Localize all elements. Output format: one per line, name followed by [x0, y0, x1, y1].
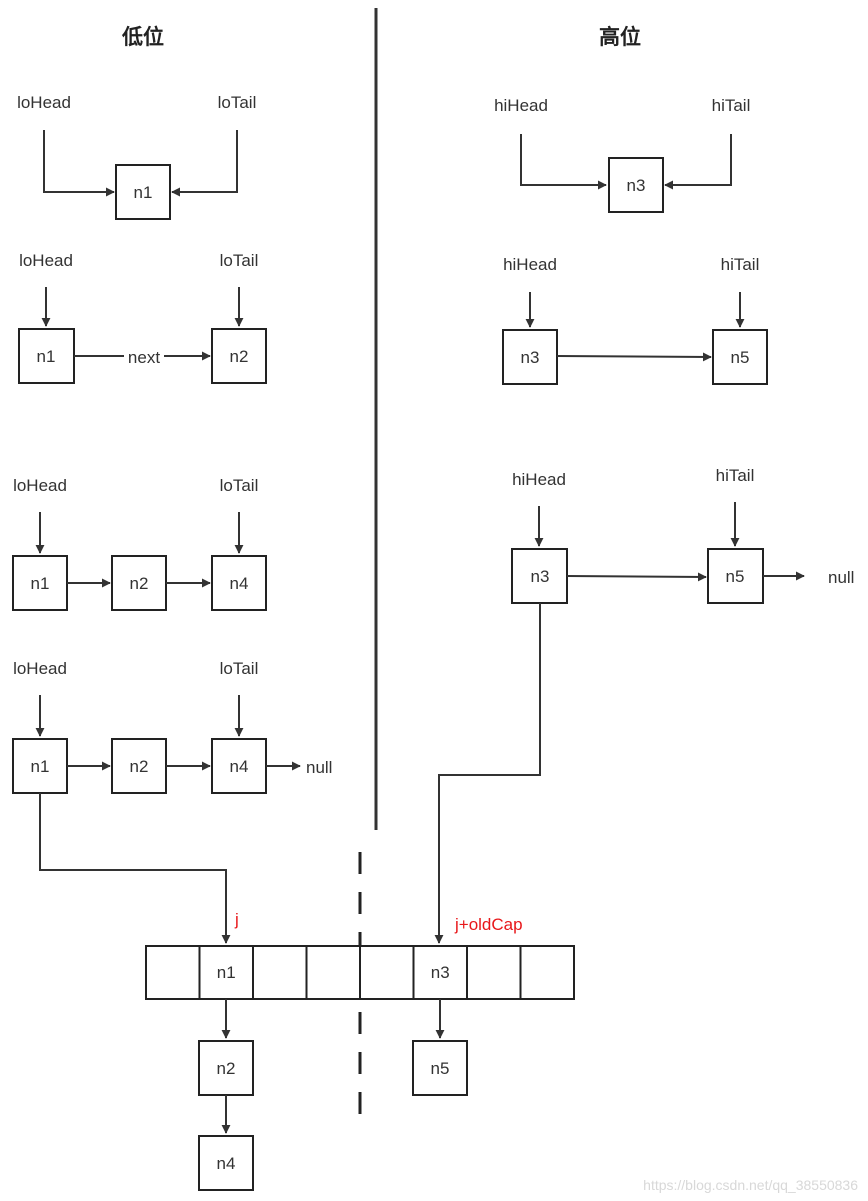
node-box: [115, 164, 171, 220]
null-label: null: [306, 758, 332, 777]
link-arrow: [566, 572, 707, 582]
hihead-arrow: [520, 134, 607, 190]
node-box: [211, 738, 267, 794]
low-step3: loHead loTail n1 n2 n4: [12, 476, 267, 611]
node-label: n1: [31, 757, 50, 776]
node-box: [111, 555, 167, 611]
node-label: n4: [230, 574, 249, 593]
hitail-arrow: [664, 134, 732, 190]
table-slot: [252, 945, 308, 1000]
move-to-j-arrow: [39, 793, 231, 944]
node-box: [608, 157, 664, 213]
node-label: n3: [521, 348, 540, 367]
low-step2: loHead loTail n1 n2 next: [18, 251, 267, 384]
null-label: null: [828, 568, 854, 587]
table-border: [145, 945, 575, 1000]
table-slot: [359, 945, 415, 1000]
chain-node-label: n2: [217, 1059, 236, 1078]
table-slot-label: n1: [217, 963, 236, 982]
table-slot: [305, 945, 361, 1000]
node-box: [502, 329, 558, 385]
lotail-label: loTail: [218, 93, 257, 112]
table-slot: [145, 945, 201, 1000]
low-step1: loHead loTail n1: [17, 93, 257, 220]
node-label: n3: [531, 567, 550, 586]
link-arrow: [556, 352, 712, 362]
node-label: n5: [731, 348, 750, 367]
node-box: [111, 738, 167, 794]
node-label: n1: [134, 183, 153, 202]
node-box: [211, 555, 267, 611]
index-j-label: j: [234, 910, 239, 929]
chain-node-label: n5: [431, 1059, 450, 1078]
hihead-label: hiHead: [503, 255, 557, 274]
high-step2: hiHead hiTail n3 n5: [502, 255, 768, 385]
node-label: n1: [31, 574, 50, 593]
node-label: n2: [130, 757, 149, 776]
lohead-label: loHead: [13, 659, 67, 678]
chain-node-label: n4: [217, 1154, 236, 1173]
node-label: n2: [230, 347, 249, 366]
high-step3: hiHead hiTail n3 n5 null: [434, 466, 854, 944]
lohead-label: loHead: [13, 476, 67, 495]
table-slot: [466, 945, 522, 1000]
node-box: [18, 328, 75, 384]
lohead-label: loHead: [17, 93, 71, 112]
hitail-label: hiTail: [716, 466, 755, 485]
hitail-label: hiTail: [721, 255, 760, 274]
title-low: 低位: [121, 25, 164, 49]
lohead-label: loHead: [19, 251, 73, 270]
low-step4: loHead loTail n1 n2 n4 null: [12, 659, 332, 944]
lotail-label: loTail: [220, 476, 259, 495]
table-slot-label: n3: [431, 963, 450, 982]
node-label: n2: [130, 574, 149, 593]
node-label: n5: [726, 567, 745, 586]
hitail-label: hiTail: [712, 96, 751, 115]
node-label: n1: [37, 347, 56, 366]
high-step1: hiHead hiTail n3: [494, 96, 751, 213]
node-label: n3: [627, 176, 646, 195]
chain-node-box: [198, 1135, 254, 1191]
move-to-j-oldcap-arrow: [434, 603, 541, 944]
node-box: [712, 329, 768, 385]
title-high: 高位: [599, 25, 641, 49]
lohead-arrow: [43, 130, 115, 197]
next-link-label: next: [128, 348, 160, 367]
node-box: [211, 328, 267, 384]
chain-node-box: [412, 1040, 468, 1096]
table-slot: [519, 945, 575, 1000]
watermark: https://blog.csdn.net/qq_38550836: [643, 1177, 858, 1193]
lotail-arrow: [171, 130, 238, 197]
lotail-label: loTail: [220, 659, 259, 678]
hash-table: j j+oldCap n1 n3 n2 n4 n5: [145, 910, 575, 1191]
lotail-label: loTail: [220, 251, 259, 270]
hihead-label: hiHead: [494, 96, 548, 115]
hihead-label: hiHead: [512, 470, 566, 489]
node-box: [511, 548, 568, 604]
node-label: n4: [230, 757, 249, 776]
index-j-oldcap-label: j+oldCap: [454, 915, 523, 934]
node-box: [12, 555, 68, 611]
node-box: [707, 548, 764, 604]
